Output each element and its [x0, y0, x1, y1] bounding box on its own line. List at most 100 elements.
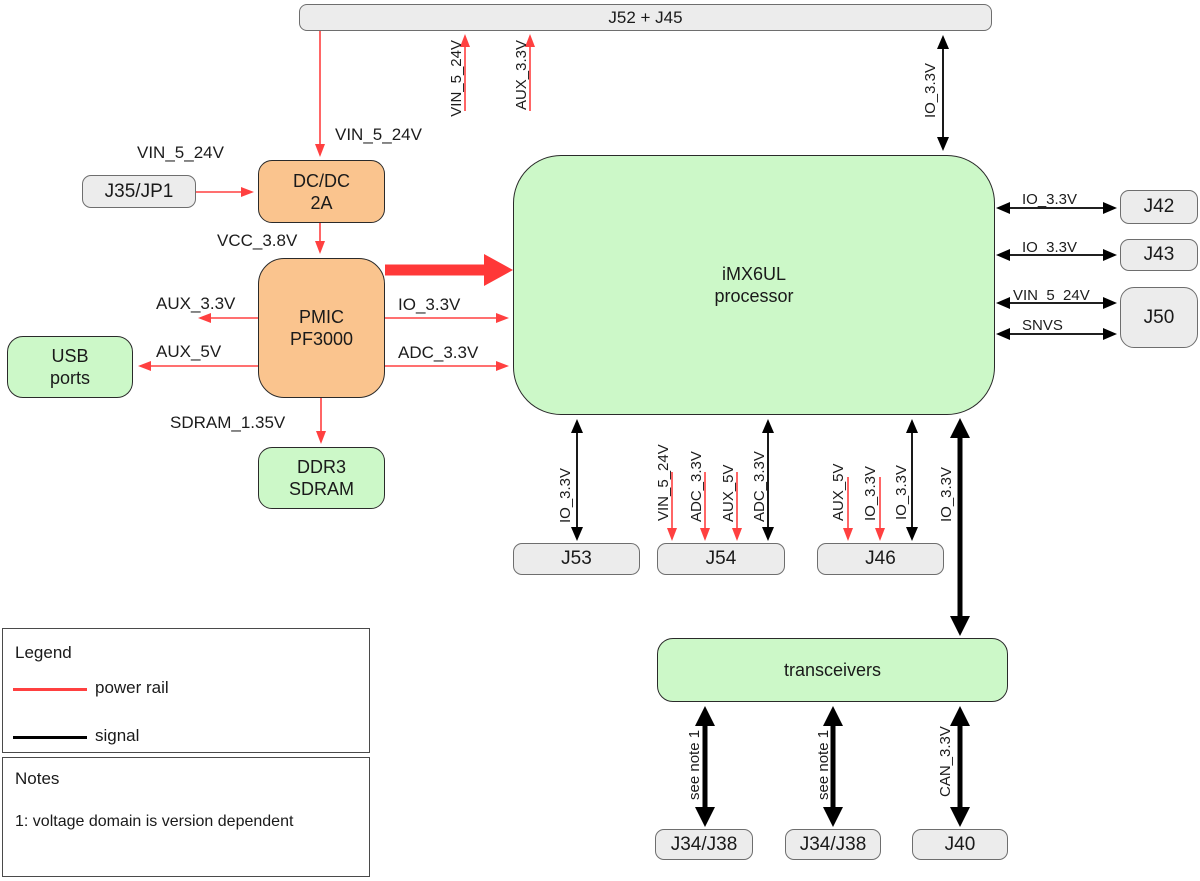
node-j54: J54: [657, 543, 785, 575]
node-pmic-line1: PMIC: [299, 307, 344, 327]
rail-sdram135-to-ddr3: [316, 398, 326, 444]
label-aux5: AUX_5V: [156, 342, 222, 361]
label-io33-pmic: IO_3.3V: [398, 295, 461, 314]
signal-proc-to-j43: [996, 249, 1117, 261]
label-vin-j35: VIN_5_24V: [137, 143, 225, 162]
node-j40: J40: [912, 829, 1008, 860]
node-usb-line2: ports: [49, 368, 91, 388]
notes-panel: Notes 1: voltage domain is version depen…: [2, 757, 370, 877]
notes-line-1: 1: voltage domain is version dependent: [15, 813, 294, 830]
node-pmic: PMIC PF3000: [258, 258, 385, 398]
node-j46-label: J46: [865, 548, 896, 569]
rail-adc33-pmic-to-proc: [385, 361, 509, 371]
label-io33-j46a: IO_3.3V: [862, 466, 879, 521]
legend-title: Legend: [15, 643, 72, 662]
node-j50-label: J50: [1143, 306, 1175, 328]
node-pmic-line2: PF3000: [289, 329, 354, 349]
node-transceivers-label: transceivers: [783, 660, 882, 680]
rail-vin-up-to-bar: [460, 34, 470, 111]
signal-proc-to-j42: [996, 202, 1117, 214]
node-j52-j45: J52 + J45: [299, 4, 992, 31]
rail-aux5-to-usb: [138, 361, 258, 371]
label-vin-up: VIN_5_24V: [448, 40, 465, 117]
label-adc33-j54a: ADC_3.3V: [688, 451, 705, 522]
signal-proc-to-j50-snvs: [996, 328, 1117, 340]
signal-proc-to-j54: [762, 419, 774, 541]
node-ddr3-line1: DDR3: [296, 457, 346, 477]
label-see-note-1b: see note 1: [815, 730, 832, 800]
label-vin-j54: VIN_5_24V: [655, 444, 672, 521]
node-dcdc-line2: 2A: [310, 192, 333, 213]
node-j35-jp1: J35/JP1: [82, 175, 196, 208]
node-usb-line1: USB: [51, 346, 89, 366]
node-j50: J50: [1120, 287, 1198, 348]
signal-trans-to-j40: [950, 706, 970, 827]
rail-aux33-left: [198, 313, 258, 323]
label-aux33-up: AUX_3.3V: [513, 40, 530, 110]
node-processor-line2: processor: [714, 286, 794, 306]
legend-panel: Legend power rail signal: [2, 628, 370, 753]
node-j52-j45-label: J52 + J45: [608, 7, 683, 27]
node-j34-j38-a-label: J34/J38: [670, 833, 738, 855]
node-j42: J42: [1120, 190, 1198, 224]
label-io33-j53: IO_3.3V: [557, 468, 574, 523]
label-see-note-1a: see note 1: [686, 730, 703, 800]
node-ddr3-line2: SDRAM: [288, 479, 354, 499]
node-j40-label: J40: [944, 833, 976, 855]
node-j43: J43: [1120, 239, 1198, 271]
label-vcc38: VCC_3.8V: [217, 231, 298, 250]
label-io33-trans: IO_3.3V: [938, 467, 955, 522]
rail-vin-drop-to-dcdc: [315, 31, 325, 157]
label-snvs-j50: SNVS: [1022, 317, 1063, 334]
node-j46: J46: [817, 543, 944, 575]
node-j53-label: J53: [561, 548, 592, 569]
legend-signal-label: signal: [95, 726, 140, 745]
legend-power-rail-label: power rail: [95, 678, 169, 697]
label-vin-j50: VIN_5_24V: [1013, 287, 1090, 304]
node-j34-j38-a: J34/J38: [655, 829, 753, 860]
rail-aux5-to-j46: [843, 477, 853, 541]
node-j42-label: J42: [1143, 196, 1175, 217]
legend-signal-line: [13, 736, 87, 739]
label-vin-drop: VIN_5_24V: [335, 125, 423, 144]
node-j43-label: J43: [1143, 244, 1175, 265]
rail-io33-to-j46: [875, 477, 885, 541]
label-io33-j46b: IO_3.3V: [893, 465, 910, 520]
node-dcdc: DC/DC 2A: [258, 160, 385, 223]
rail-vcc38-dcdc-to-pmic: [315, 223, 325, 254]
node-j34-j38-b: J34/J38: [785, 829, 881, 860]
rail-io33-pmic-to-proc: [385, 313, 509, 323]
label-aux5-j46: AUX_5V: [830, 463, 847, 521]
node-dcdc-line1: DC/DC: [293, 170, 350, 191]
rail-adc33-to-j54: [700, 472, 710, 541]
label-can33: CAN_3.3V: [937, 726, 954, 797]
rail-aux33-up-to-bar: [525, 34, 535, 111]
node-j34-j38-b-label: J34/J38: [799, 833, 867, 855]
node-processor-line1: iMX6UL: [721, 264, 787, 284]
label-aux5-j54: AUX_5V: [720, 464, 737, 522]
node-transceivers: transceivers: [657, 638, 1008, 702]
label-io33-top: IO_3.3V: [922, 63, 939, 118]
label-adc33-j54b: ADC_3.3V: [751, 451, 768, 522]
node-usb-ports: USB ports: [7, 336, 133, 398]
signal-proc-to-j50-vin: [996, 297, 1117, 309]
node-j53: J53: [513, 543, 640, 575]
signal-proc-to-transceivers: [950, 418, 970, 636]
node-ddr3-sdram: DDR3 SDRAM: [258, 447, 385, 509]
node-j54-label: J54: [705, 548, 737, 569]
signal-trans-to-j34b: [823, 706, 843, 827]
label-io33-j43: IO_3.3V: [1022, 239, 1077, 256]
signal-io33-bar-to-proc: [937, 35, 949, 151]
rail-aux5-to-j54: [732, 472, 742, 541]
notes-title: Notes: [15, 769, 60, 788]
label-sdram135: SDRAM_1.35V: [170, 413, 286, 432]
rail-j35-to-dcdc: [196, 187, 254, 197]
label-aux33: AUX_3.3V: [156, 294, 236, 313]
node-processor: iMX6UL processor: [513, 155, 995, 415]
rail-vin-to-j54: [667, 472, 677, 541]
node-j35-jp1-label: J35/JP1: [104, 180, 174, 202]
signal-trans-to-j34a: [695, 706, 715, 827]
signal-proc-to-j46: [906, 419, 918, 541]
label-io33-j42: IO_3.3V: [1022, 191, 1077, 208]
